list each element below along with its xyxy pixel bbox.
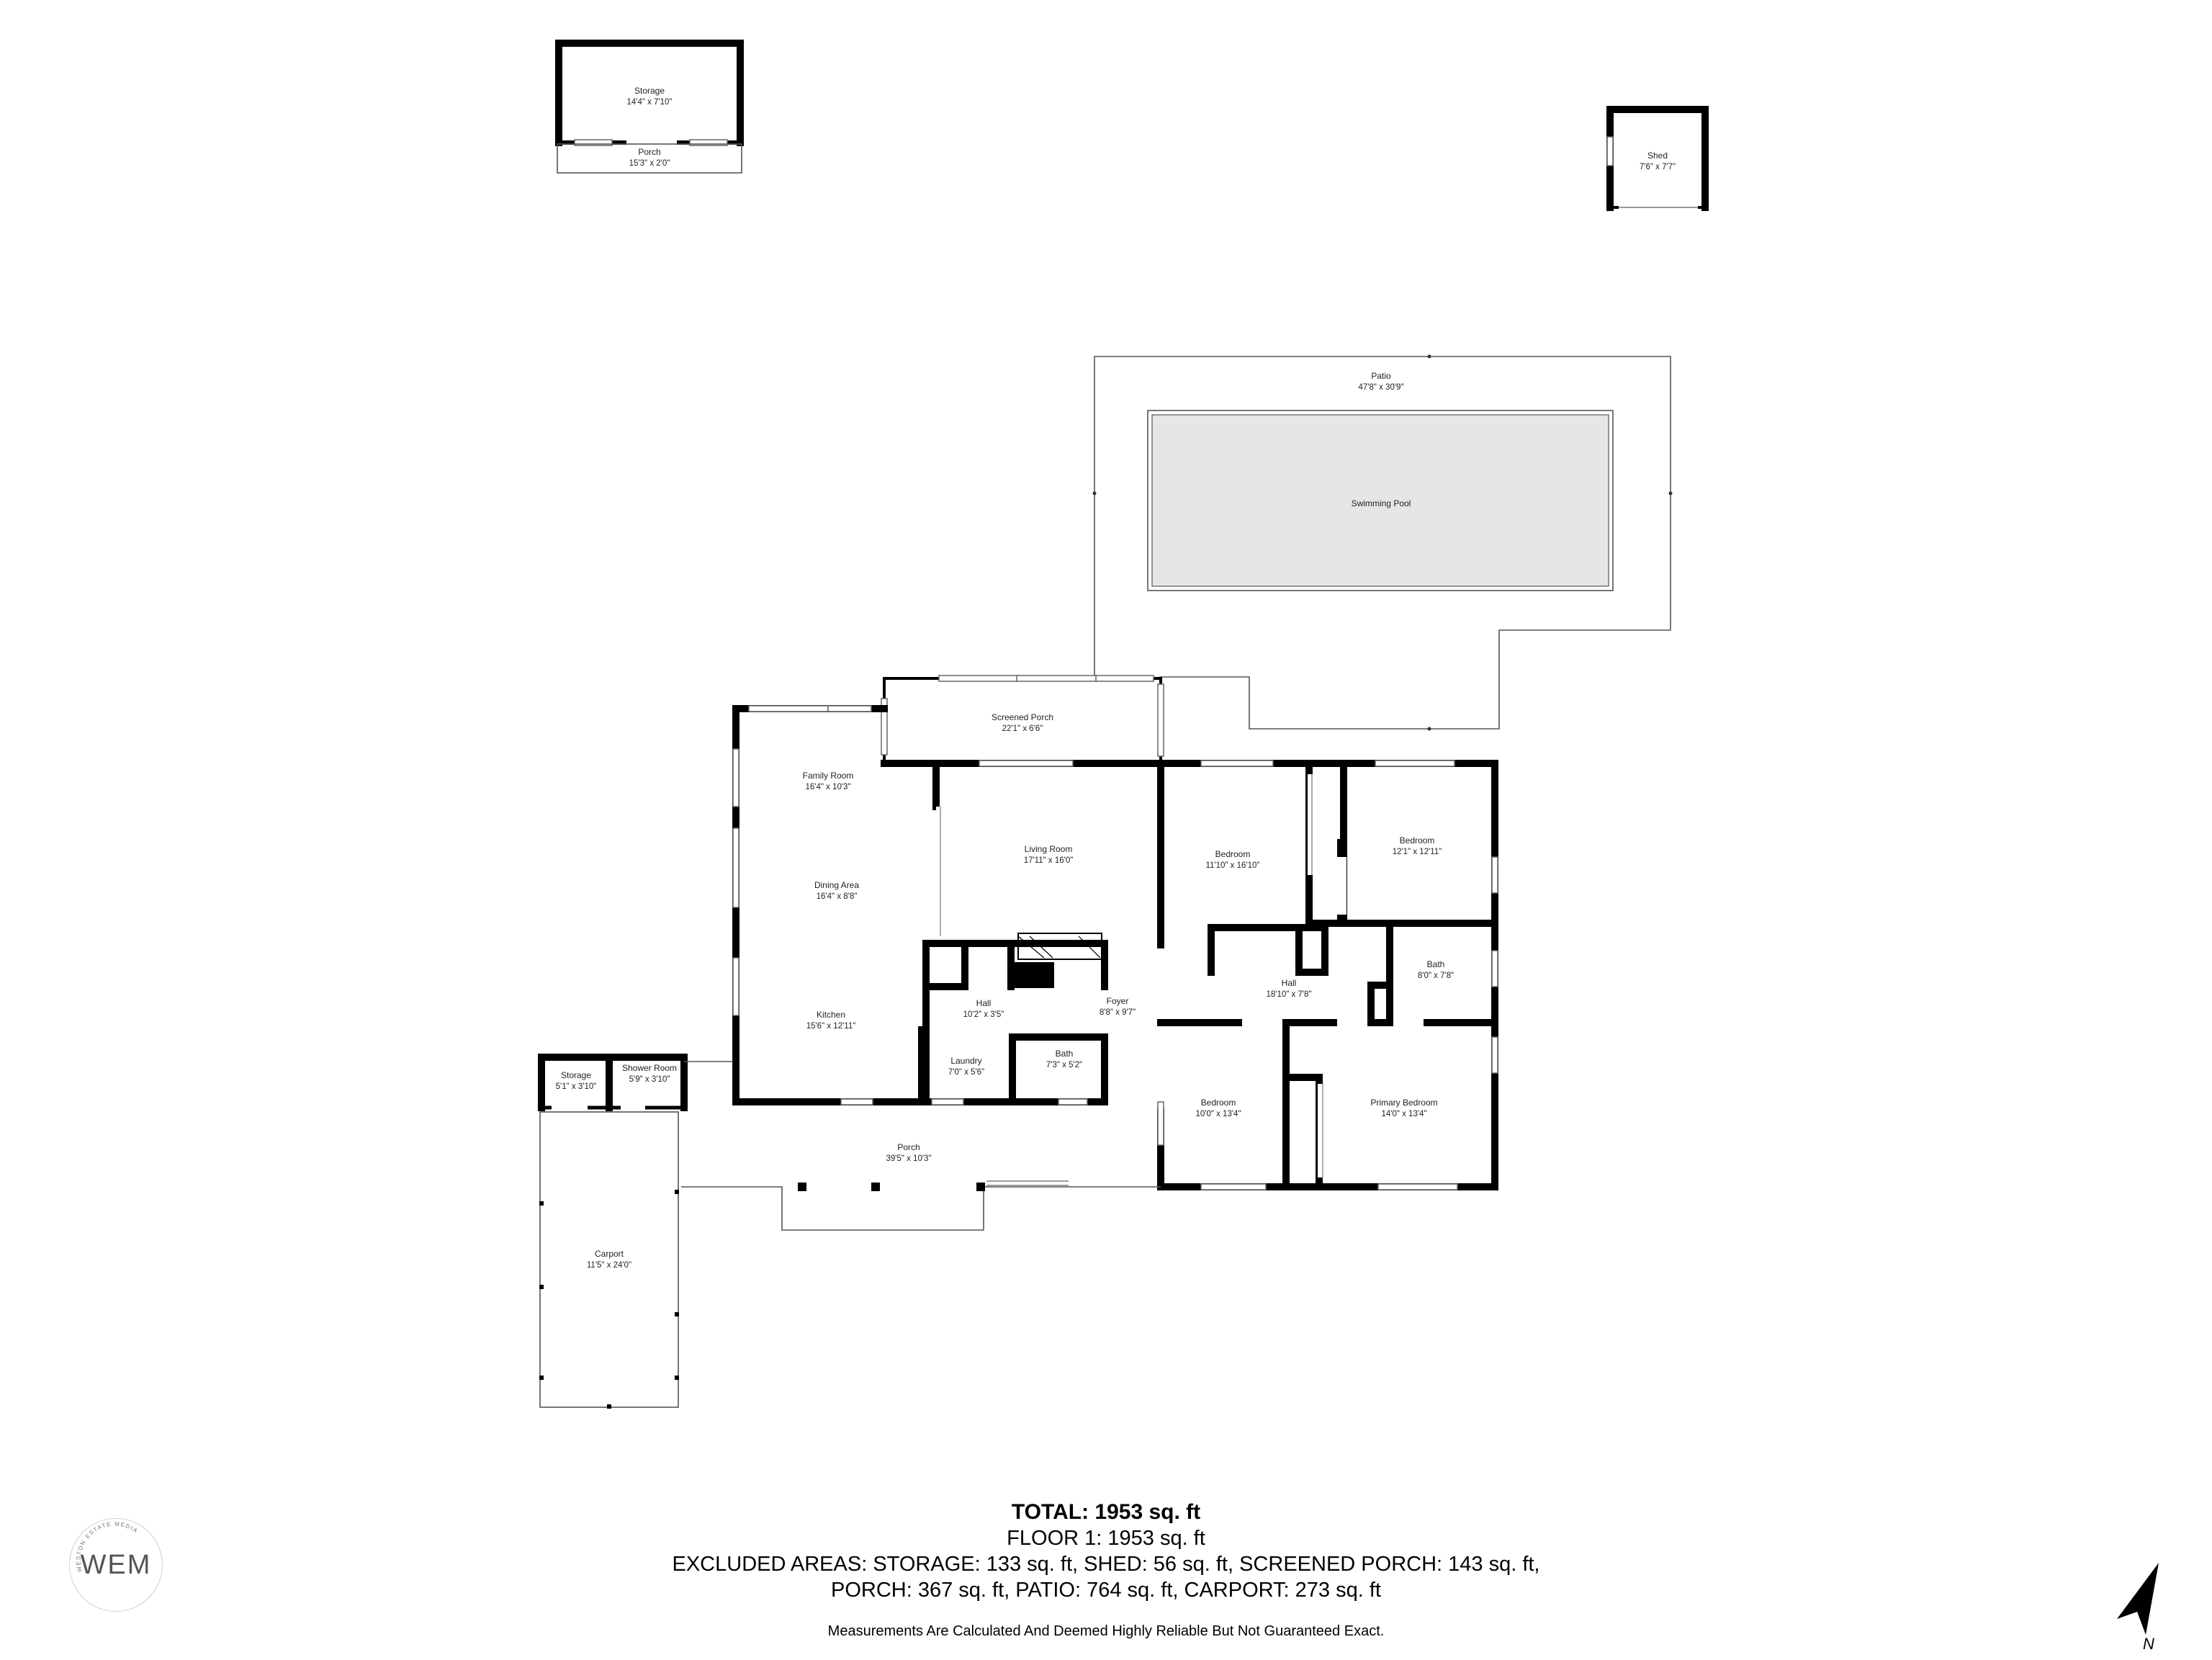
area-summary: TOTAL: 1953 sq. ft FLOOR 1: 1953 sq. ft … bbox=[566, 1499, 1646, 1603]
shed-name: Shed bbox=[1647, 151, 1668, 161]
bath-2-name: Bath bbox=[1056, 1049, 1074, 1059]
hall-2-dims: 10'2" x 3'5" bbox=[963, 1010, 1004, 1019]
bedroom-2-dims: 12'1" x 12'11" bbox=[1393, 848, 1442, 856]
shed-dims: 7'6" x 7'7" bbox=[1640, 163, 1676, 171]
foyer-name: Foyer bbox=[1107, 996, 1129, 1006]
primary-bedroom-dims: 14'0" x 13'4" bbox=[1381, 1110, 1426, 1118]
hall-1-name: Hall bbox=[1282, 978, 1297, 988]
shower-room-name: Shower Room bbox=[622, 1063, 677, 1073]
porch-top-name: Porch bbox=[638, 147, 660, 157]
laundry-dims: 7'0" x 5'6" bbox=[948, 1068, 984, 1077]
logo-ring-text: WESTON ESTATE MEDIA bbox=[75, 1520, 138, 1572]
kitchen-name: Kitchen bbox=[817, 1010, 845, 1020]
hall-1-dims: 18'10" x 7'8" bbox=[1266, 990, 1311, 999]
screened-porch-name: Screened Porch bbox=[992, 712, 1053, 722]
patio-outline bbox=[1092, 354, 1673, 731]
storage-building bbox=[555, 40, 744, 174]
carport-dims: 11'5" x 24'0" bbox=[587, 1261, 631, 1270]
storage-shower-block bbox=[538, 1054, 688, 1111]
room-labels: Storage 14'4" x 7'10" Porch 15'3" x 2'0"… bbox=[556, 86, 1676, 1270]
pool-name: Swimming Pool bbox=[1352, 498, 1411, 508]
family-room-dims: 16'4" x 10'3" bbox=[805, 783, 850, 791]
storage-top-name: Storage bbox=[634, 86, 665, 96]
storage-top-dims: 14'4" x 7'10" bbox=[626, 98, 672, 107]
shower-room-dims: 5'9" x 3'10" bbox=[629, 1075, 670, 1084]
bedroom-3-name: Bedroom bbox=[1201, 1098, 1236, 1108]
main-porch bbox=[681, 1061, 1161, 1231]
kitchen-dims: 15'6" x 12'11" bbox=[806, 1022, 856, 1031]
swimming-pool bbox=[1147, 410, 1614, 591]
dining-area-dims: 16'4" x 8'8" bbox=[817, 892, 858, 901]
compass-label: N bbox=[2143, 1635, 2154, 1653]
patio-name: Patio bbox=[1371, 371, 1391, 381]
bedroom-1-name: Bedroom bbox=[1215, 849, 1251, 859]
foyer-dims: 8'8" x 9'7" bbox=[1100, 1008, 1136, 1017]
bath-2-dims: 7'3" x 5'2" bbox=[1046, 1061, 1082, 1069]
excluded-areas-line-2: PORCH: 367 sq. ft, PATIO: 764 sq. ft, CA… bbox=[831, 1579, 1381, 1602]
carport bbox=[539, 1111, 679, 1409]
laundry-name: Laundry bbox=[950, 1056, 981, 1066]
shed-building bbox=[1606, 106, 1709, 211]
disclaimer: Measurements Are Calculated And Deemed H… bbox=[827, 1623, 1385, 1639]
patio-dims: 47'8" x 30'9" bbox=[1358, 383, 1403, 392]
screened-porch bbox=[881, 675, 1164, 763]
porch-main-dims: 39'5" x 10'3" bbox=[886, 1154, 931, 1163]
bedroom-1-dims: 11'10" x 16'10" bbox=[1205, 861, 1259, 870]
excluded-areas-line-1: EXCLUDED AREAS: STORAGE: 133 sq. ft, SHE… bbox=[672, 1553, 1540, 1576]
bedroom-3-dims: 10'0" x 13'4" bbox=[1195, 1110, 1241, 1118]
bedroom-2-name: Bedroom bbox=[1400, 835, 1435, 845]
carport-name: Carport bbox=[595, 1249, 624, 1259]
floor-area: FLOOR 1: 1953 sq. ft bbox=[1007, 1527, 1205, 1550]
porch-top-dims: 15'3" x 2'0" bbox=[629, 159, 670, 168]
dining-area-name: Dining Area bbox=[814, 880, 859, 890]
house-windows bbox=[732, 705, 1498, 1190]
logo-ring bbox=[69, 1518, 163, 1612]
living-room-dims: 17'11" x 16'0" bbox=[1024, 856, 1074, 865]
storage-small-name: Storage bbox=[561, 1070, 591, 1080]
primary-bedroom-name: Primary Bedroom bbox=[1370, 1098, 1437, 1108]
living-room-name: Living Room bbox=[1025, 844, 1073, 854]
hall-2-name: Hall bbox=[976, 998, 992, 1008]
storage-small-dims: 5'1" x 3'10" bbox=[556, 1082, 597, 1091]
family-room-name: Family Room bbox=[803, 771, 854, 781]
compass-icon: N bbox=[2117, 1563, 2159, 1653]
porch-main-name: Porch bbox=[897, 1142, 920, 1152]
total-area: TOTAL: 1953 sq. ft bbox=[1011, 1500, 1201, 1524]
bath-1-name: Bath bbox=[1427, 959, 1445, 969]
screened-porch-dims: 22'1" x 6'6" bbox=[1002, 724, 1043, 733]
logo-mark: WEM bbox=[80, 1550, 152, 1580]
bath-1-dims: 8'0" x 7'8" bbox=[1418, 972, 1454, 980]
north-arrow: N bbox=[2074, 1541, 2189, 1656]
wem-logo: WESTON ESTATE MEDIA WEM bbox=[69, 1518, 164, 1613]
